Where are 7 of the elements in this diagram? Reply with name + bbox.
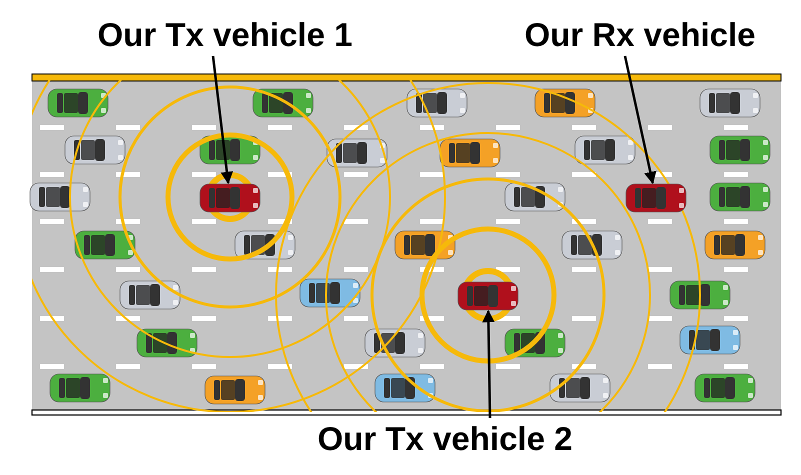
car-drawing xyxy=(624,183,688,213)
vehicle-label: Our Rx vehicle xyxy=(495,14,785,56)
vehicle-label: Our Tx vehicle 2 xyxy=(285,418,605,460)
car-drawing xyxy=(456,281,520,311)
car-drawing xyxy=(198,183,262,213)
arrow xyxy=(482,310,495,418)
vehicle-label: Our Tx vehicle 1 xyxy=(70,14,380,56)
